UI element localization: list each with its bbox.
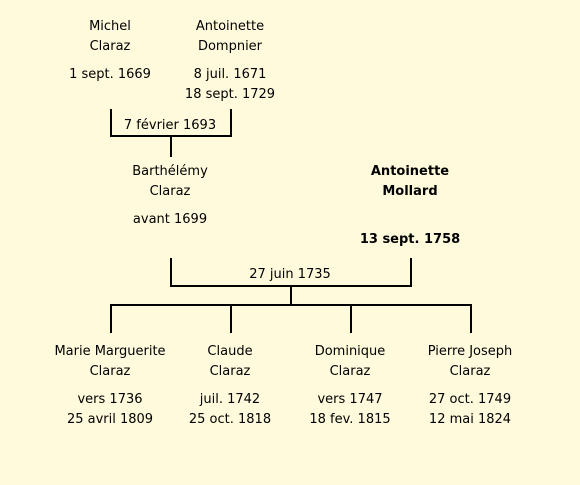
first-name: Dominique xyxy=(314,344,386,359)
descent-line xyxy=(170,136,172,157)
child-connector xyxy=(350,305,352,333)
person-antoinette-mollard[interactable]: Antoinette Mollard 13 sept. 1758 xyxy=(335,162,485,250)
marriage-date: 27 juin 1735 xyxy=(249,267,331,282)
death-date: 12 mai 1824 xyxy=(428,412,512,427)
birth-date: vers 1747 xyxy=(317,392,383,407)
life-dates: 13 sept. 1758 xyxy=(335,230,485,250)
birth-date: avant 1699 xyxy=(132,212,208,227)
death-date: 18 fev. 1815 xyxy=(309,412,391,427)
child-connector xyxy=(470,305,472,333)
connector-line xyxy=(410,258,412,286)
first-name: Marie Marguerite xyxy=(54,344,166,359)
child-connector xyxy=(110,305,112,333)
person-antoinette-dompnier[interactable]: Antoinette Dompnier 8 juil. 1671 18 sept… xyxy=(155,17,305,105)
birth-date: 8 juil. 1671 xyxy=(193,67,267,82)
life-dates: 1 sept. 1669 xyxy=(35,65,185,85)
connector-line xyxy=(230,109,232,136)
person-dominique-claraz[interactable]: Dominique Claraz vers 1747 18 fev. 1815 xyxy=(275,342,425,430)
life-dates: vers 1736 25 avril 1809 xyxy=(35,390,185,430)
life-dates: 27 oct. 1749 12 mai 1824 xyxy=(395,390,545,430)
life-dates: avant 1699 xyxy=(95,210,245,230)
last-name: Dompnier xyxy=(197,39,263,54)
marriage-date: 7 février 1693 xyxy=(123,118,217,133)
first-name: Michel xyxy=(89,19,131,34)
person-michel-claraz[interactable]: Michel Claraz 1 sept. 1669 xyxy=(35,17,185,85)
child-connector xyxy=(230,305,232,333)
last-name: Claraz xyxy=(149,184,191,199)
person-claude-claraz[interactable]: Claude Claraz juil. 1742 25 oct. 1818 xyxy=(155,342,305,430)
death-date: 25 oct. 1818 xyxy=(188,412,272,427)
children-bar xyxy=(110,304,472,306)
birth-date: 13 sept. 1758 xyxy=(359,232,461,247)
last-name: Mollard xyxy=(382,184,438,199)
first-name: Antoinette xyxy=(195,19,265,34)
birth-date: juil. 1742 xyxy=(199,392,261,407)
birth-date: vers 1736 xyxy=(77,392,143,407)
person-barthelemy-claraz[interactable]: Barthélémy Claraz avant 1699 xyxy=(95,162,245,230)
last-name: Claraz xyxy=(209,364,251,379)
first-name: Claude xyxy=(207,344,253,359)
life-dates: juil. 1742 25 oct. 1818 xyxy=(155,390,305,430)
last-name: Claraz xyxy=(329,364,371,379)
birth-date: 27 oct. 1749 xyxy=(428,392,512,407)
person-pierre-joseph-claraz[interactable]: Pierre Joseph Claraz 27 oct. 1749 12 mai… xyxy=(395,342,545,430)
descent-line xyxy=(290,286,292,305)
death-date: 18 sept. 1729 xyxy=(184,87,276,102)
connector-line xyxy=(170,258,172,286)
connector-line xyxy=(110,109,112,136)
life-dates: 8 juil. 1671 18 sept. 1729 xyxy=(155,65,305,105)
birth-date: 1 sept. 1669 xyxy=(69,67,151,82)
death-date: 25 avril 1809 xyxy=(66,412,154,427)
life-dates: vers 1747 18 fev. 1815 xyxy=(275,390,425,430)
person-marie-marguerite-claraz[interactable]: Marie Marguerite Claraz vers 1736 25 avr… xyxy=(35,342,185,430)
last-name: Claraz xyxy=(449,364,491,379)
first-name: Barthélémy xyxy=(132,164,208,179)
last-name: Claraz xyxy=(89,364,131,379)
first-name: Pierre Joseph xyxy=(427,344,513,359)
first-name: Antoinette xyxy=(370,164,450,179)
last-name: Claraz xyxy=(89,39,131,54)
